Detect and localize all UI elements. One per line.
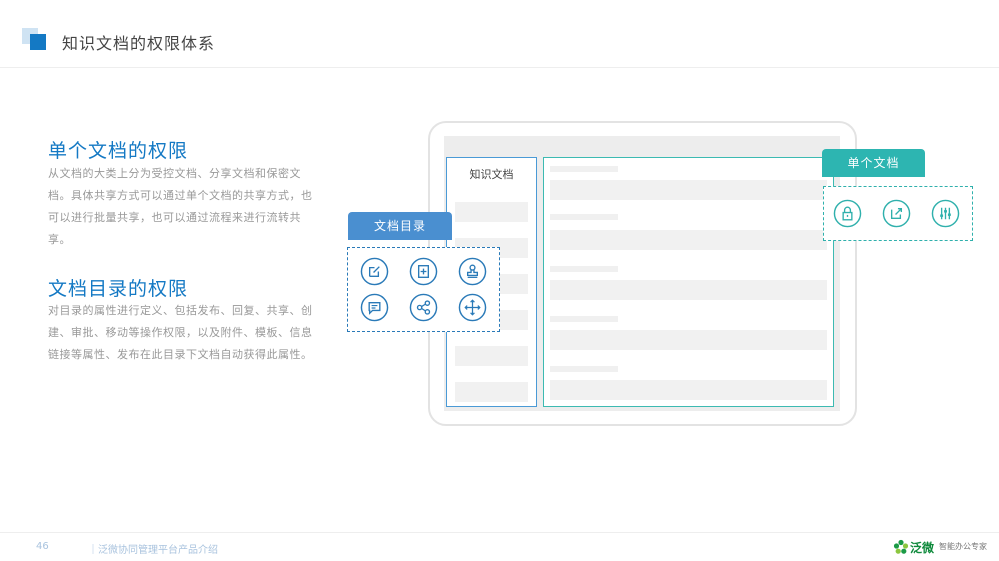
brand-name: 泛微 <box>910 541 935 555</box>
content-line <box>550 366 618 372</box>
section-title-single-doc: 单个文档的权限 <box>48 140 189 162</box>
content-line <box>550 166 618 172</box>
content-line <box>550 316 618 322</box>
content-block <box>550 280 827 300</box>
footer-text: ｜泛微协同管理平台产品介绍 <box>88 545 218 556</box>
export-icon[interactable] <box>882 199 911 228</box>
flower-logo-icon <box>893 539 909 554</box>
single-doc-permission-box <box>823 186 973 241</box>
single-doc-callout-tag: 单个文档 <box>822 149 925 177</box>
comment-icon[interactable] <box>360 293 389 322</box>
content-block <box>550 230 827 250</box>
content-block <box>550 330 827 350</box>
footer-divider <box>0 532 999 533</box>
knowledge-doc-label: 知识文档 <box>469 168 514 181</box>
content-line <box>550 266 618 272</box>
content-line <box>550 214 618 220</box>
lock-icon[interactable] <box>833 199 862 228</box>
brand-slogan: 智能办公专家 <box>939 542 987 551</box>
stamp-icon[interactable] <box>458 257 487 286</box>
section-desc-directory: 对目录的属性进行定义、包括发布、回复、共享、创建、审批、移动等操作权限，以及附件… <box>48 304 313 361</box>
knowledge-doc-panel: 知识文档 <box>446 157 537 407</box>
list-item[interactable] <box>455 382 528 402</box>
directory-callout-tag: 文档目录 <box>348 212 452 240</box>
content-block <box>550 180 827 200</box>
edit-icon[interactable] <box>360 257 389 286</box>
move-icon[interactable] <box>458 293 487 322</box>
directory-permission-box <box>347 247 500 332</box>
share-icon[interactable] <box>409 293 438 322</box>
header-divider <box>0 67 999 68</box>
doc-content-panel <box>543 157 834 407</box>
section-title-directory: 文档目录的权限 <box>48 278 189 300</box>
section-desc-single-doc: 从文档的大类上分为受控文档、分享文档和保密文档。具体共享方式可以通过单个文档的共… <box>48 167 313 246</box>
sliders-icon[interactable] <box>931 199 960 228</box>
content-block <box>550 380 827 400</box>
brand-logo: 泛微 智能办公专家 <box>893 537 989 559</box>
page-number: 46 <box>36 541 49 552</box>
add-file-icon[interactable] <box>409 257 438 286</box>
list-item[interactable] <box>455 346 528 366</box>
header-logo-mark <box>22 28 48 52</box>
list-item[interactable] <box>455 202 528 222</box>
page-title: 知识文档的权限体系 <box>62 34 216 53</box>
